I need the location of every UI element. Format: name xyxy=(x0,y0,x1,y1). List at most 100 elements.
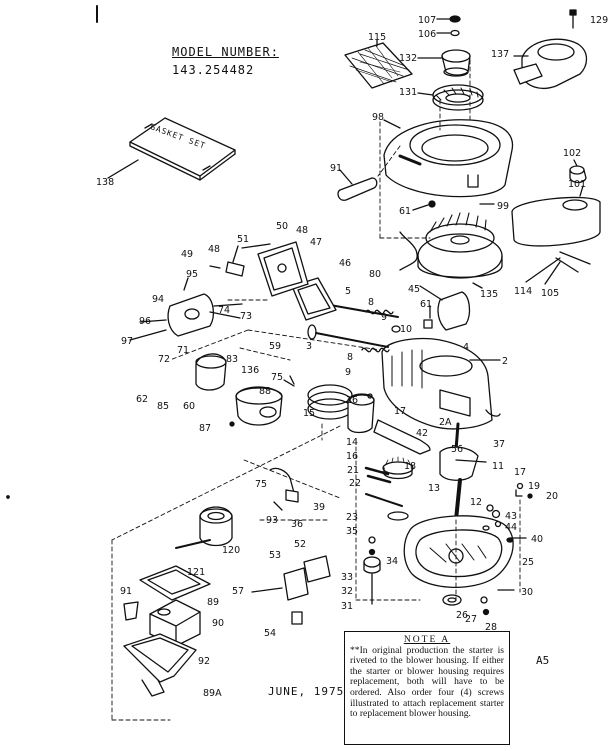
part-number-35: 35 xyxy=(346,526,359,537)
part-number-16: 16 xyxy=(346,451,359,462)
part-number-106: 106 xyxy=(418,29,437,40)
rotating-screen-icon xyxy=(344,39,413,89)
rod-icon xyxy=(175,539,211,549)
part-number-91: 91 xyxy=(120,586,133,597)
carburetor-icon xyxy=(129,277,243,341)
part-number-80: 80 xyxy=(369,269,382,280)
part-number-18: 18 xyxy=(404,461,417,472)
breather-plate-icon xyxy=(241,241,309,297)
revision-date: JUNE, 1975 xyxy=(268,685,345,698)
part-number-17: 17 xyxy=(514,467,527,478)
page-dot xyxy=(6,495,10,499)
part-number-137: 137 xyxy=(491,49,510,60)
part-number-99: 99 xyxy=(497,201,510,212)
part-number-28: 28 xyxy=(485,622,498,633)
gasket-set-icon xyxy=(107,117,236,181)
part-number-52: 52 xyxy=(294,539,307,550)
part-number-25: 25 xyxy=(522,557,535,568)
part-number-2a: 2A xyxy=(439,417,452,428)
part-number-8: 8 xyxy=(347,352,354,363)
part-number-23: 23 xyxy=(346,512,359,523)
part-number-4: 4 xyxy=(463,342,470,353)
filter-pad-icon xyxy=(139,565,211,601)
part-number-129: 129 xyxy=(590,15,608,26)
part-number-17: 17 xyxy=(394,406,407,417)
part-number-42: 42 xyxy=(416,428,429,439)
part-number-27: 27 xyxy=(465,614,478,625)
note-title: NOTE A xyxy=(403,634,451,645)
part-number-62: 62 xyxy=(136,394,149,405)
part-number-87: 87 xyxy=(199,423,212,434)
part-number-92: 92 xyxy=(198,656,211,667)
part-number-31: 31 xyxy=(341,601,354,612)
part-number-34: 34 xyxy=(386,556,399,567)
spacer-tube-icon xyxy=(337,169,378,201)
part-number-46: 46 xyxy=(339,258,352,269)
part-number-3: 3 xyxy=(306,341,313,352)
screw-icon xyxy=(569,9,577,29)
air-cleaner-base-icon xyxy=(123,633,197,697)
connecting-rod-icon xyxy=(373,419,431,455)
model-number-value: 143.254482 xyxy=(172,63,255,77)
oil-seal-icon xyxy=(442,594,462,606)
part-number-95: 95 xyxy=(186,269,199,280)
part-number-88: 88 xyxy=(259,386,272,397)
assembly-guide-lines xyxy=(111,59,521,721)
part-number-75: 75 xyxy=(255,479,268,490)
cylinder-block-icon xyxy=(381,337,501,430)
air-cleaner-element-icon xyxy=(199,506,233,547)
part-number-91: 91 xyxy=(330,163,343,174)
spark-plug-icon xyxy=(209,245,245,277)
crankcase-cover-icon xyxy=(403,515,514,588)
part-number-59: 59 xyxy=(269,341,282,352)
part-number-90: 90 xyxy=(212,618,225,629)
part-number-61: 61 xyxy=(420,299,433,310)
fuel-pump-icon xyxy=(195,353,227,391)
part-number-47: 47 xyxy=(310,237,323,248)
part-number-15: 15 xyxy=(303,408,316,419)
diagram-code: A5 xyxy=(536,654,550,667)
part-number-50: 50 xyxy=(276,221,289,232)
part-number-45: 45 xyxy=(408,284,421,295)
carburetor-bowl-icon xyxy=(229,386,283,427)
part-number-21: 21 xyxy=(347,465,360,476)
part-number-94: 94 xyxy=(152,294,165,305)
part-number-12: 12 xyxy=(470,497,483,508)
part-number-19: 19 xyxy=(528,481,541,492)
part-number-20: 20 xyxy=(546,491,559,502)
armature-icon xyxy=(419,285,471,331)
piston-icon xyxy=(347,393,375,434)
part-number-9: 9 xyxy=(345,367,352,378)
part-number-14: 14 xyxy=(346,437,359,448)
flywheel-icon xyxy=(417,212,503,289)
part-number-13: 13 xyxy=(428,483,441,494)
muffler-icon xyxy=(511,159,601,285)
part-number-40: 40 xyxy=(531,534,544,545)
part-number-57: 57 xyxy=(232,586,245,597)
part-number-136: 136 xyxy=(241,365,260,376)
part-number-37: 37 xyxy=(493,439,506,450)
part-number-74: 74 xyxy=(218,305,231,316)
nut-washer-icon xyxy=(436,15,461,37)
camshaft-icon xyxy=(365,493,409,521)
drain-plug-icon xyxy=(480,596,488,604)
part-number-43: 43 xyxy=(505,511,518,522)
part-number-56: 56 xyxy=(451,444,464,455)
part-number-98: 98 xyxy=(372,112,385,123)
starter-pulley-icon xyxy=(417,49,471,77)
part-number-30: 30 xyxy=(521,587,534,598)
part-number-9: 9 xyxy=(381,312,388,323)
part-number-132: 132 xyxy=(399,53,418,64)
part-number-53: 53 xyxy=(269,550,282,561)
part-number-138: 138 xyxy=(96,177,115,188)
part-number-11: 11 xyxy=(492,461,505,472)
ground-wire-icon xyxy=(399,231,418,271)
bracket-icon xyxy=(251,555,331,625)
part-number-96: 96 xyxy=(139,316,152,327)
part-number-102: 102 xyxy=(563,148,582,159)
note-box: NOTE A **In original production the star… xyxy=(344,631,510,745)
part-number-114: 114 xyxy=(514,286,533,297)
breather-gasket-icon xyxy=(291,277,337,321)
